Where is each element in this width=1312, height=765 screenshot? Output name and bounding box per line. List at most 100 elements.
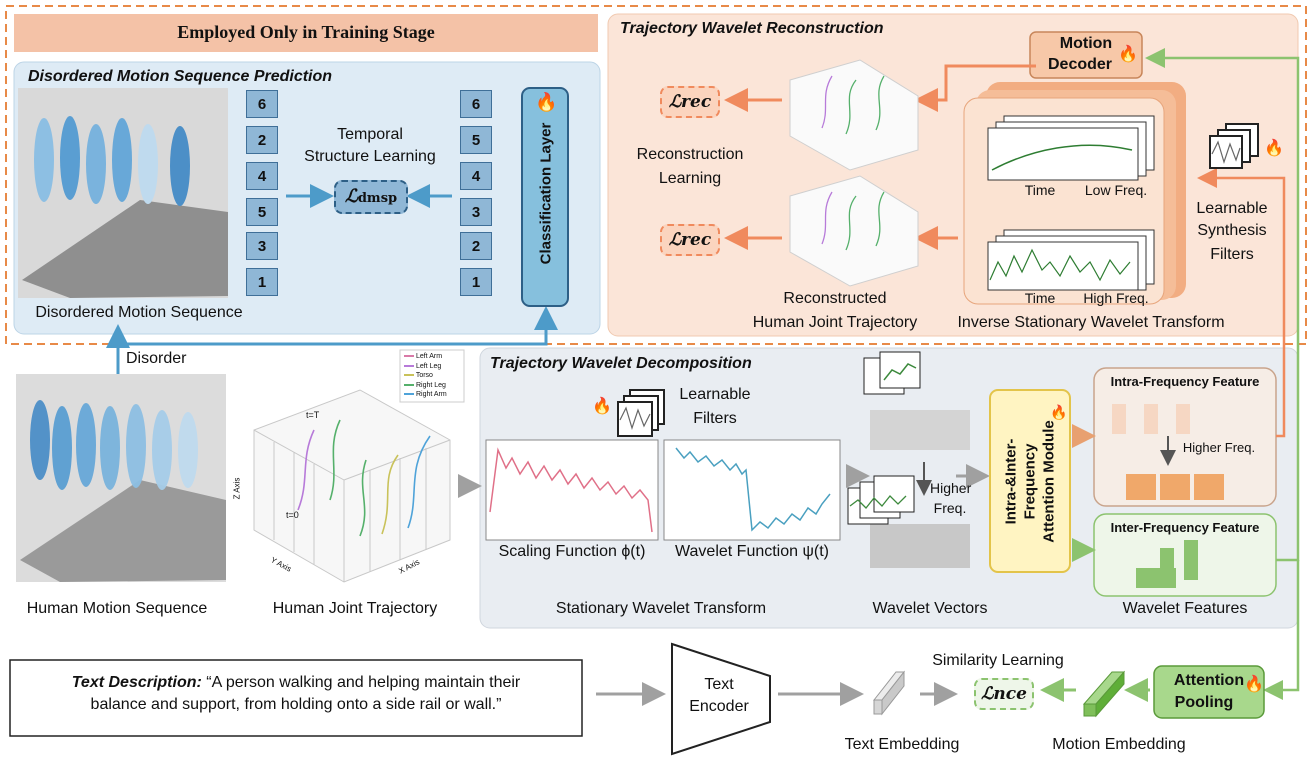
text-description: Text Description: “A person walking and … — [10, 672, 582, 716]
attention-module-label: Intra-&Inter- Frequency Attention Module — [990, 390, 1070, 572]
training-boundary — [5, 5, 1307, 345]
z-axis-label: Z Axis — [232, 477, 242, 500]
trajectory-legend: Left Arm Left Leg Torso Right Leg Right … — [404, 352, 447, 400]
seq-number: 4 — [246, 162, 278, 190]
inter-title: Inter-Frequency Feature — [1110, 520, 1260, 535]
human-motion-caption: Human Motion Sequence — [26, 600, 208, 617]
attention-pooling-label-2: Pooling — [1174, 694, 1234, 711]
text-desc-label: Text Description: — [71, 674, 202, 691]
disordered-seq-caption: Disordered Motion Sequence — [35, 304, 243, 321]
legend-item: Left Arm — [404, 352, 447, 362]
text-encoder-label-1: Text — [704, 676, 734, 693]
low-freq-plot — [987, 115, 1155, 181]
recon-plot-top — [789, 59, 919, 171]
motion-embedding-label: Motion Embedding — [1052, 736, 1186, 753]
wavelet-vectors-top — [863, 351, 970, 450]
vec-higher-freq-1: Higher — [930, 480, 972, 496]
twr-title: Trajectory Wavelet Reconstruction — [620, 20, 884, 37]
text-desc-body-1: “A person walking and helping maintain t… — [201, 674, 521, 691]
attention-pooling-label-1: Attention — [1173, 672, 1245, 689]
similarity-label: Similarity Learning — [932, 652, 1064, 669]
twd-title: Trajectory Wavelet Decomposition — [490, 355, 752, 372]
synthesis-label-2: Synthesis — [1197, 222, 1267, 239]
loss-dmsp-sub: dmsp — [357, 191, 398, 206]
high-freq-plot — [987, 229, 1155, 291]
t-0-label: t=0 — [286, 510, 299, 520]
seq-number: 6 — [460, 90, 492, 118]
recon-learning-2: Learning — [658, 170, 722, 187]
swt-caption: Stationary Wavelet Transform — [555, 600, 767, 617]
loss-dmsp-box: ℒdmsp — [334, 180, 408, 214]
intra-higher-freq: Higher Freq. — [1182, 440, 1256, 455]
learnable-label-1: Learnable — [679, 386, 751, 403]
seq-number: 1 — [460, 268, 492, 296]
motion-embedding-shape — [1082, 670, 1126, 718]
seq-number: 2 — [246, 126, 278, 154]
loss-dmsp-symbol: ℒ — [344, 186, 358, 207]
loss-nce-box: ℒnce — [974, 678, 1034, 710]
wavelet-label: Wavelet Function ψ(t) — [675, 543, 829, 560]
recon-traj-1: Reconstructed — [783, 290, 887, 307]
attention-pooling-box — [1153, 665, 1265, 719]
recon-traj-2: Human Joint Trajectory — [752, 314, 918, 331]
synthesis-filters-icon — [1209, 123, 1259, 169]
banner-bg — [14, 14, 598, 52]
t-T-label: t=T — [306, 410, 320, 420]
fire-icon: 🔥 — [1244, 676, 1264, 693]
synthesis-label-1: Learnable — [1196, 200, 1268, 217]
learnable-filters-icon-twd — [617, 389, 665, 437]
temporal-label-1: Temporal — [337, 126, 403, 143]
text-embedding-label: Text Embedding — [844, 736, 960, 753]
fire-icon: 🔥 — [592, 398, 612, 415]
legend-item: Right Arm — [404, 390, 447, 400]
loss-rec-bottom: ℒrec — [660, 224, 720, 256]
scaling-label: Scaling Function ϕ(t) — [498, 543, 646, 560]
fire-icon: 🔥 — [1264, 140, 1284, 157]
high-freq-label: High Freq. — [1083, 290, 1149, 306]
text-encoder-shape — [671, 642, 771, 756]
attention-line-1: Intra-&Inter- — [1002, 438, 1020, 524]
fire-icon: 🔥 — [1118, 46, 1138, 63]
disorder-label: Disorder — [126, 350, 187, 367]
trajectory-caption: Human Joint Trajectory — [272, 600, 438, 617]
legend-item: Right Leg — [404, 381, 447, 391]
classification-layer-box — [521, 87, 569, 307]
inter-blocks — [1136, 540, 1198, 588]
temporal-label-2: Structure Learning — [304, 148, 436, 165]
seq-number: 2 — [460, 232, 492, 260]
intra-title: Intra-Frequency Feature — [1110, 374, 1260, 389]
iswt-label: Inverse Stationary Wavelet Transform — [957, 314, 1225, 331]
learnable-label-2: Filters — [693, 410, 737, 427]
fire-icon: 🔥 — [535, 92, 558, 112]
synthesis-label-3: Filters — [1210, 246, 1254, 263]
wavelet-vectors-bottom — [847, 475, 970, 568]
attention-line-2: Frequency — [1021, 443, 1039, 519]
recon-learning-1: Reconstruction — [636, 146, 744, 163]
low-freq-label: Low Freq. — [1084, 182, 1148, 198]
dmsp-title: Disordered Motion Sequence Prediction — [28, 68, 333, 85]
attention-module-box — [989, 389, 1071, 573]
legend-item: Torso — [404, 371, 447, 381]
scaling-plot — [485, 439, 659, 541]
seq-number: 3 — [460, 198, 492, 226]
seq-number: 3 — [246, 232, 278, 260]
intra-low-blocks — [1112, 404, 1190, 434]
classification-label: Classification Layer — [537, 122, 555, 265]
text-embedding-shape — [872, 670, 906, 716]
loss-rec-top: ℒrec — [660, 86, 720, 118]
seq-number: 5 — [460, 126, 492, 154]
training-banner: Employed Only in Training Stage — [177, 22, 435, 42]
attention-line-3: Attention Module — [1040, 419, 1058, 543]
high-time-label: Time — [1024, 290, 1056, 306]
motion-decoder-label-1: Motion — [1059, 35, 1113, 52]
text-desc-body-2: balance and support, from holding onto a… — [90, 696, 502, 713]
features-caption: Wavelet Features — [1122, 600, 1248, 617]
text-encoder-label-2: Encoder — [689, 698, 749, 715]
seq-number: 6 — [246, 90, 278, 118]
seq-number: 1 — [246, 268, 278, 296]
motion-decoder-box — [1029, 31, 1143, 79]
trajectory-plot — [253, 389, 451, 583]
motion-decoder-label-2: Decoder — [1047, 56, 1113, 73]
seq-number: 5 — [246, 198, 278, 226]
